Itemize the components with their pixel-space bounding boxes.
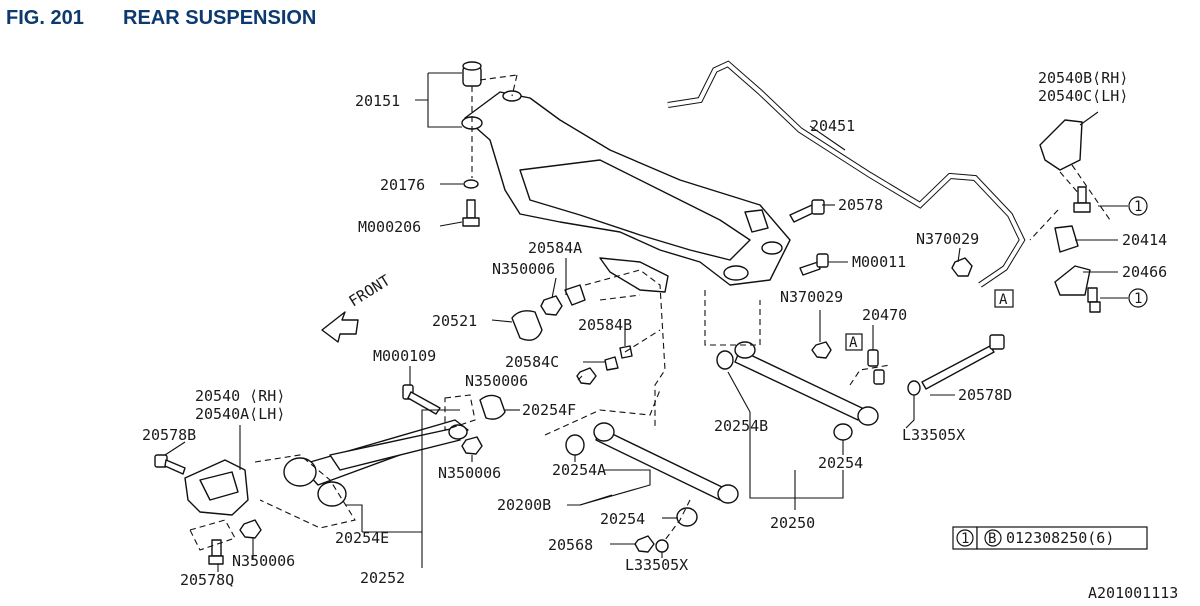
front-label: FRONT: [346, 271, 394, 310]
svg-text:1: 1: [1134, 291, 1142, 307]
trailing-link: [283, 419, 469, 507]
bracket-bolt: [1073, 186, 1091, 213]
callout-n350006-a: N350006: [492, 260, 555, 278]
callout-20254b: 20254B: [714, 417, 768, 435]
crossmember-mount-bushing: [462, 61, 518, 178]
callout-20254f: 20254F: [522, 401, 576, 419]
nut-n350006-d: [239, 519, 262, 539]
figure-number: FIG. 201: [6, 7, 84, 29]
callout-20578d: 20578D: [958, 386, 1012, 404]
callout-20578b: 20578B: [142, 426, 196, 444]
callout-20470: 20470: [862, 306, 907, 324]
lateral-link-upper: [716, 341, 879, 426]
callout-20151: 20151: [355, 92, 400, 110]
callout-n370029-a: N370029: [916, 230, 979, 248]
callout-20414: 20414: [1122, 231, 1167, 249]
bolt-20578q: [208, 539, 224, 565]
callout-20584a: 20584A: [528, 239, 582, 257]
nut-n350006-b: [576, 367, 597, 385]
washer-l33505x-b: [655, 539, 669, 553]
washer-20176: [463, 179, 479, 189]
callout-20254-b: 20254: [600, 510, 645, 528]
bushing-20254-b: [676, 507, 698, 527]
svg-text:A: A: [849, 335, 858, 351]
ref-1-circle-upper: 1: [1128, 196, 1148, 216]
front-arrow: FRONT: [321, 271, 394, 343]
callout-20254e: 20254E: [335, 529, 389, 547]
legend-key-letter: B: [988, 531, 996, 547]
drawing-id: A201001113: [1088, 584, 1178, 602]
ref-a-box-right: A: [994, 289, 1014, 308]
nut-20568: [634, 535, 655, 553]
bolt-20578: [789, 199, 825, 223]
callout-20540c: 20540C⟨LH⟩: [1038, 87, 1128, 105]
lateral-link-lower: [565, 422, 739, 504]
rear-crossmember: [461, 90, 791, 293]
callout-l33505x-b: L33505X: [625, 556, 688, 574]
callout-20540b: 20540B⟨RH⟩: [1038, 69, 1128, 87]
bolt-m00011: [799, 253, 829, 276]
callout-20252: 20252: [360, 569, 405, 587]
nut-n370029-b: [811, 341, 832, 359]
adjuster-20470: [867, 349, 885, 385]
callout-m000206: M000206: [358, 218, 421, 236]
callout-20578: 20578: [838, 196, 883, 214]
legend-key-number: 1: [961, 531, 969, 547]
callout-20254-a: 20254: [818, 454, 863, 472]
ref-1-circle-lower: 1: [1128, 288, 1148, 308]
bolt-m000109: [402, 384, 441, 415]
bushing-20254-a: [833, 423, 853, 441]
bolt-20578d: [921, 334, 1005, 390]
callout-n350006-d: N350006: [232, 552, 295, 570]
bracket-20584a: [564, 284, 586, 306]
callout-l33505x-a: L33505X: [902, 426, 965, 444]
callout-m000109: M000109: [373, 347, 436, 365]
nut-n350006-c: [461, 436, 483, 455]
bolt-m000206: [462, 199, 480, 227]
figure-title: REAR SUSPENSION: [123, 7, 316, 29]
callout-20521: 20521: [432, 312, 477, 330]
washer-l33505x-a: [907, 380, 921, 396]
callout-n370029-b: N370029: [780, 288, 843, 306]
callout-20578q: 20578Q: [180, 571, 234, 589]
legend-box: 1 B 012308250(6): [952, 526, 1148, 550]
bolt-20578b: [154, 454, 186, 475]
callout-m00011: M00011: [852, 253, 906, 271]
callout-20254a: 20254A: [552, 461, 606, 479]
ref-a-box-mid: A: [845, 333, 863, 351]
stabilizer-bracket: [1039, 119, 1111, 221]
bump-stop: [511, 310, 543, 341]
nut-n350006-a: [540, 295, 563, 316]
callout-20176: 20176: [380, 176, 425, 194]
bar-nut: [951, 257, 973, 277]
svg-text:A: A: [999, 292, 1008, 308]
legend-part-number: 012308250(6): [1006, 529, 1114, 547]
svg-text:1: 1: [1134, 199, 1142, 215]
callout-20568: 20568: [548, 536, 593, 554]
callout-20540: 20540 ⟨RH⟩: [195, 387, 285, 405]
bushing-20254f: [479, 394, 506, 420]
callout-20540a: 20540A⟨LH⟩: [195, 405, 285, 423]
callout-20200b: 20200B: [497, 496, 551, 514]
clamp-bolt: [1087, 287, 1101, 313]
callout-20584b: 20584B: [578, 316, 632, 334]
callout-20466: 20466: [1122, 263, 1167, 281]
callout-n350006-c: N350006: [438, 464, 501, 482]
callout-20250: 20250: [770, 514, 815, 532]
callout-n350006-b: N350006: [465, 372, 528, 390]
callout-20584c: 20584C: [505, 353, 559, 371]
callout-20451: 20451: [810, 117, 855, 135]
stabilizer-clamp: [1054, 265, 1091, 296]
washer-20584c: [604, 356, 619, 371]
stabilizer-bushing: [1054, 225, 1079, 253]
rear-knuckle: [184, 459, 249, 516]
